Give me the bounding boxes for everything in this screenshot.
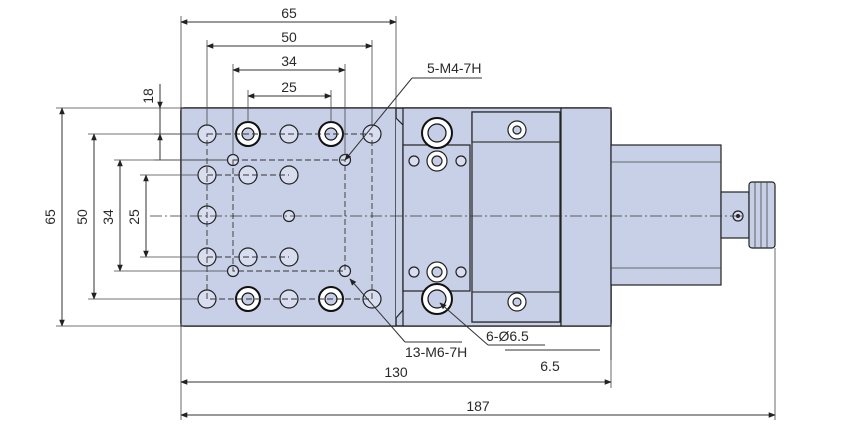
dimension-187: 187 — [466, 398, 490, 414]
dimension-65-top: 65 — [281, 5, 297, 21]
micrometer-housing — [610, 144, 776, 286]
dimension-50-top: 50 — [281, 29, 297, 45]
top-dimensions: 65 50 34 25 — [180, 5, 397, 155]
left-dimensions: 65 50 34 25 18 — [42, 84, 227, 327]
bottom-dimensions: 130 187 6.5 — [180, 248, 776, 420]
callouts: 5-M4-7H 13-M6-7H 6-Ø6.5 — [344, 60, 545, 360]
dimension-130: 130 — [384, 364, 408, 380]
dimension-25-left: 25 — [126, 209, 142, 225]
dimension-34-top: 34 — [281, 53, 297, 69]
dimension-34-left: 34 — [100, 209, 116, 225]
drive-block-holes — [408, 117, 527, 315]
callout-m6-tapped: 13-M6-7H — [405, 344, 467, 360]
hole-pattern-dashes — [206, 133, 373, 300]
dimension-25-top: 25 — [281, 79, 297, 95]
callout-m4-tapped: 5-M4-7H — [427, 60, 481, 76]
dimension-50-left: 50 — [74, 209, 90, 225]
dimension-18-left: 18 — [140, 88, 156, 104]
dimension-6-5: 6.5 — [540, 358, 560, 374]
dimension-65-left: 65 — [42, 209, 58, 225]
callout-through-holes: 6-Ø6.5 — [486, 328, 529, 344]
